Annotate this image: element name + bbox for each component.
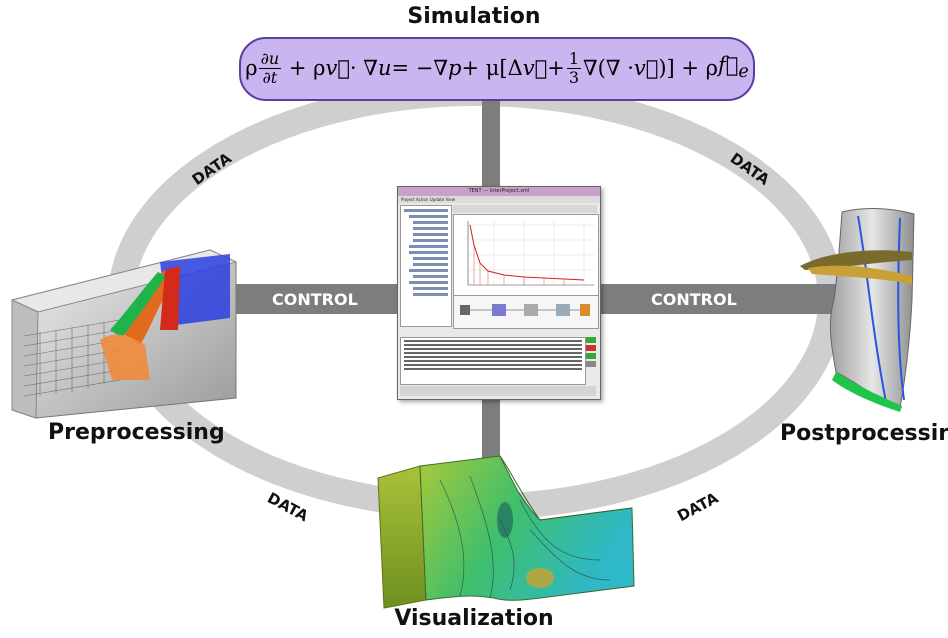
side-toolbar bbox=[586, 337, 596, 383]
window-tabs bbox=[453, 205, 597, 213]
postprocessing-model bbox=[800, 208, 915, 412]
control-label-left: CONTROL bbox=[272, 290, 358, 309]
component-tree bbox=[400, 205, 452, 327]
control-bar-left bbox=[232, 284, 402, 314]
postprocessing-label: Postprocessing bbox=[780, 421, 948, 446]
workflow-panel bbox=[453, 295, 599, 329]
window-title: TENT — InterProject.xml bbox=[398, 187, 600, 196]
software-window: TENT — InterProject.xml Project Action U… bbox=[397, 186, 601, 400]
status-bar bbox=[400, 386, 596, 396]
control-bar-right bbox=[598, 284, 838, 314]
log-panel bbox=[400, 337, 586, 385]
equation-box bbox=[239, 37, 755, 101]
window-menu: Project Action Update View bbox=[398, 196, 600, 203]
visualization-label: Visualization bbox=[394, 606, 554, 631]
convergence-plot bbox=[453, 214, 599, 296]
preprocessing-label: Preprocessing bbox=[48, 420, 225, 445]
simulation-label: Simulation bbox=[407, 4, 541, 29]
visualization-model bbox=[377, 455, 635, 609]
control-label-right: CONTROL bbox=[651, 290, 737, 309]
preprocessing-model bbox=[10, 249, 238, 419]
